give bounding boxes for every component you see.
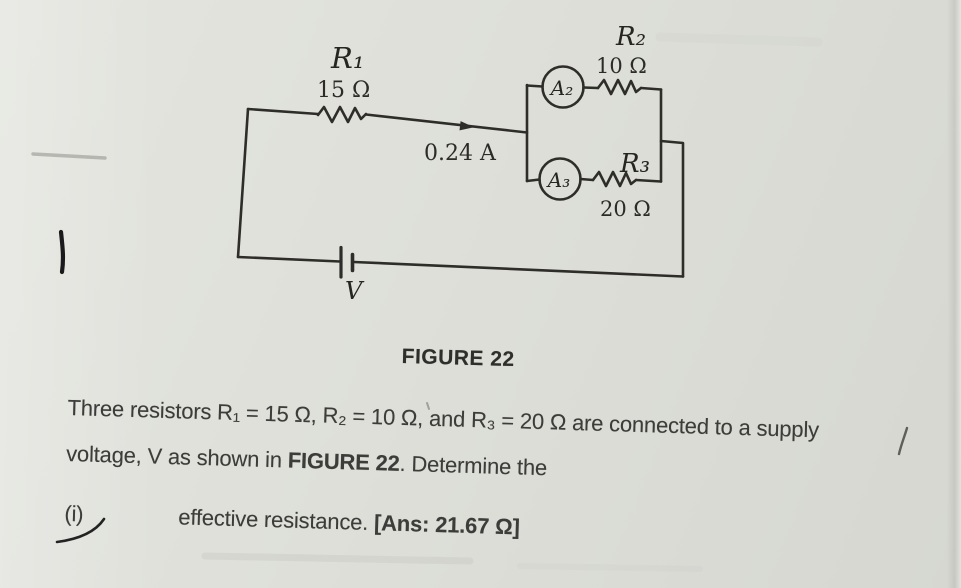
- stray-pen-mark-right: [897, 426, 909, 456]
- r3-name-label: R₃: [619, 149, 650, 179]
- wire-top-left: [246, 107, 320, 116]
- resistor-r3-symbol: [591, 170, 638, 188]
- wire-branch2-left: [525, 84, 544, 88]
- pen-tick-mark: [58, 229, 66, 275]
- ammeter-a2-icon: [541, 65, 585, 109]
- page-edge-shadow: [947, 0, 961, 588]
- current-label: 0.24 A: [424, 141, 497, 166]
- wire-branch3-right: [634, 178, 663, 183]
- figure-reference: FIGURE 22: [287, 447, 401, 476]
- wire-branch3-mid: [579, 177, 595, 182]
- question-line-2-tail: . Determine the: [399, 450, 548, 481]
- question-line-2: voltage, V as shown in FIGURE 22. Determ…: [66, 440, 946, 494]
- r2-value-label: 10 Ω: [596, 54, 647, 78]
- stray-dot-mark: [426, 402, 430, 410]
- question-block: Three resistors R₁ = 15 Ω, R₂ = 10 Ω, an…: [64, 394, 948, 553]
- battery-symbol: [339, 245, 355, 279]
- wire-branch2-mid: [582, 86, 600, 90]
- r3-value-label: 20 Ω: [600, 197, 651, 221]
- margin-dash-mark: [31, 152, 107, 160]
- ammeter-a3-label: A₃: [546, 168, 570, 192]
- wire-main: [364, 113, 529, 134]
- current-arrow-icon: [459, 121, 474, 131]
- resistor-r1-symbol: [316, 105, 368, 124]
- wire-branch3-left: [525, 178, 541, 183]
- wire-right-vertical: [659, 139, 685, 278]
- r1-value-label: 15 Ω: [317, 78, 370, 103]
- circuit-wires: [236, 78, 685, 278]
- item-number-label: (i): [64, 500, 84, 527]
- question-line-2-text: voltage, V as shown in: [65, 440, 289, 473]
- wire-branch2-right: [639, 86, 663, 91]
- supply-voltage-label: V: [345, 277, 365, 305]
- photo-smudge-bottom-2: [517, 563, 703, 572]
- r1-name-label: R₁: [330, 41, 364, 75]
- ammeter-a2-label: A₂: [549, 76, 573, 100]
- photo-smudge-top: [655, 32, 823, 47]
- wire-bottom-right: [352, 260, 685, 278]
- item-question-text: effective resistance.: [178, 504, 375, 536]
- r2-name-label: R₂: [615, 22, 646, 52]
- item-answer-text: [Ans: 21.67 Ω]: [373, 510, 521, 540]
- resistor-r2-symbol: [596, 78, 643, 96]
- photo-smudge-bottom: [201, 552, 474, 565]
- wire-bottom-left: [236, 255, 342, 263]
- figure-caption: FIGURE 22: [401, 345, 515, 372]
- pen-swash-under-item: [55, 517, 106, 544]
- wire-left-vertical: [236, 107, 250, 259]
- ammeter-a3-icon: [538, 157, 582, 201]
